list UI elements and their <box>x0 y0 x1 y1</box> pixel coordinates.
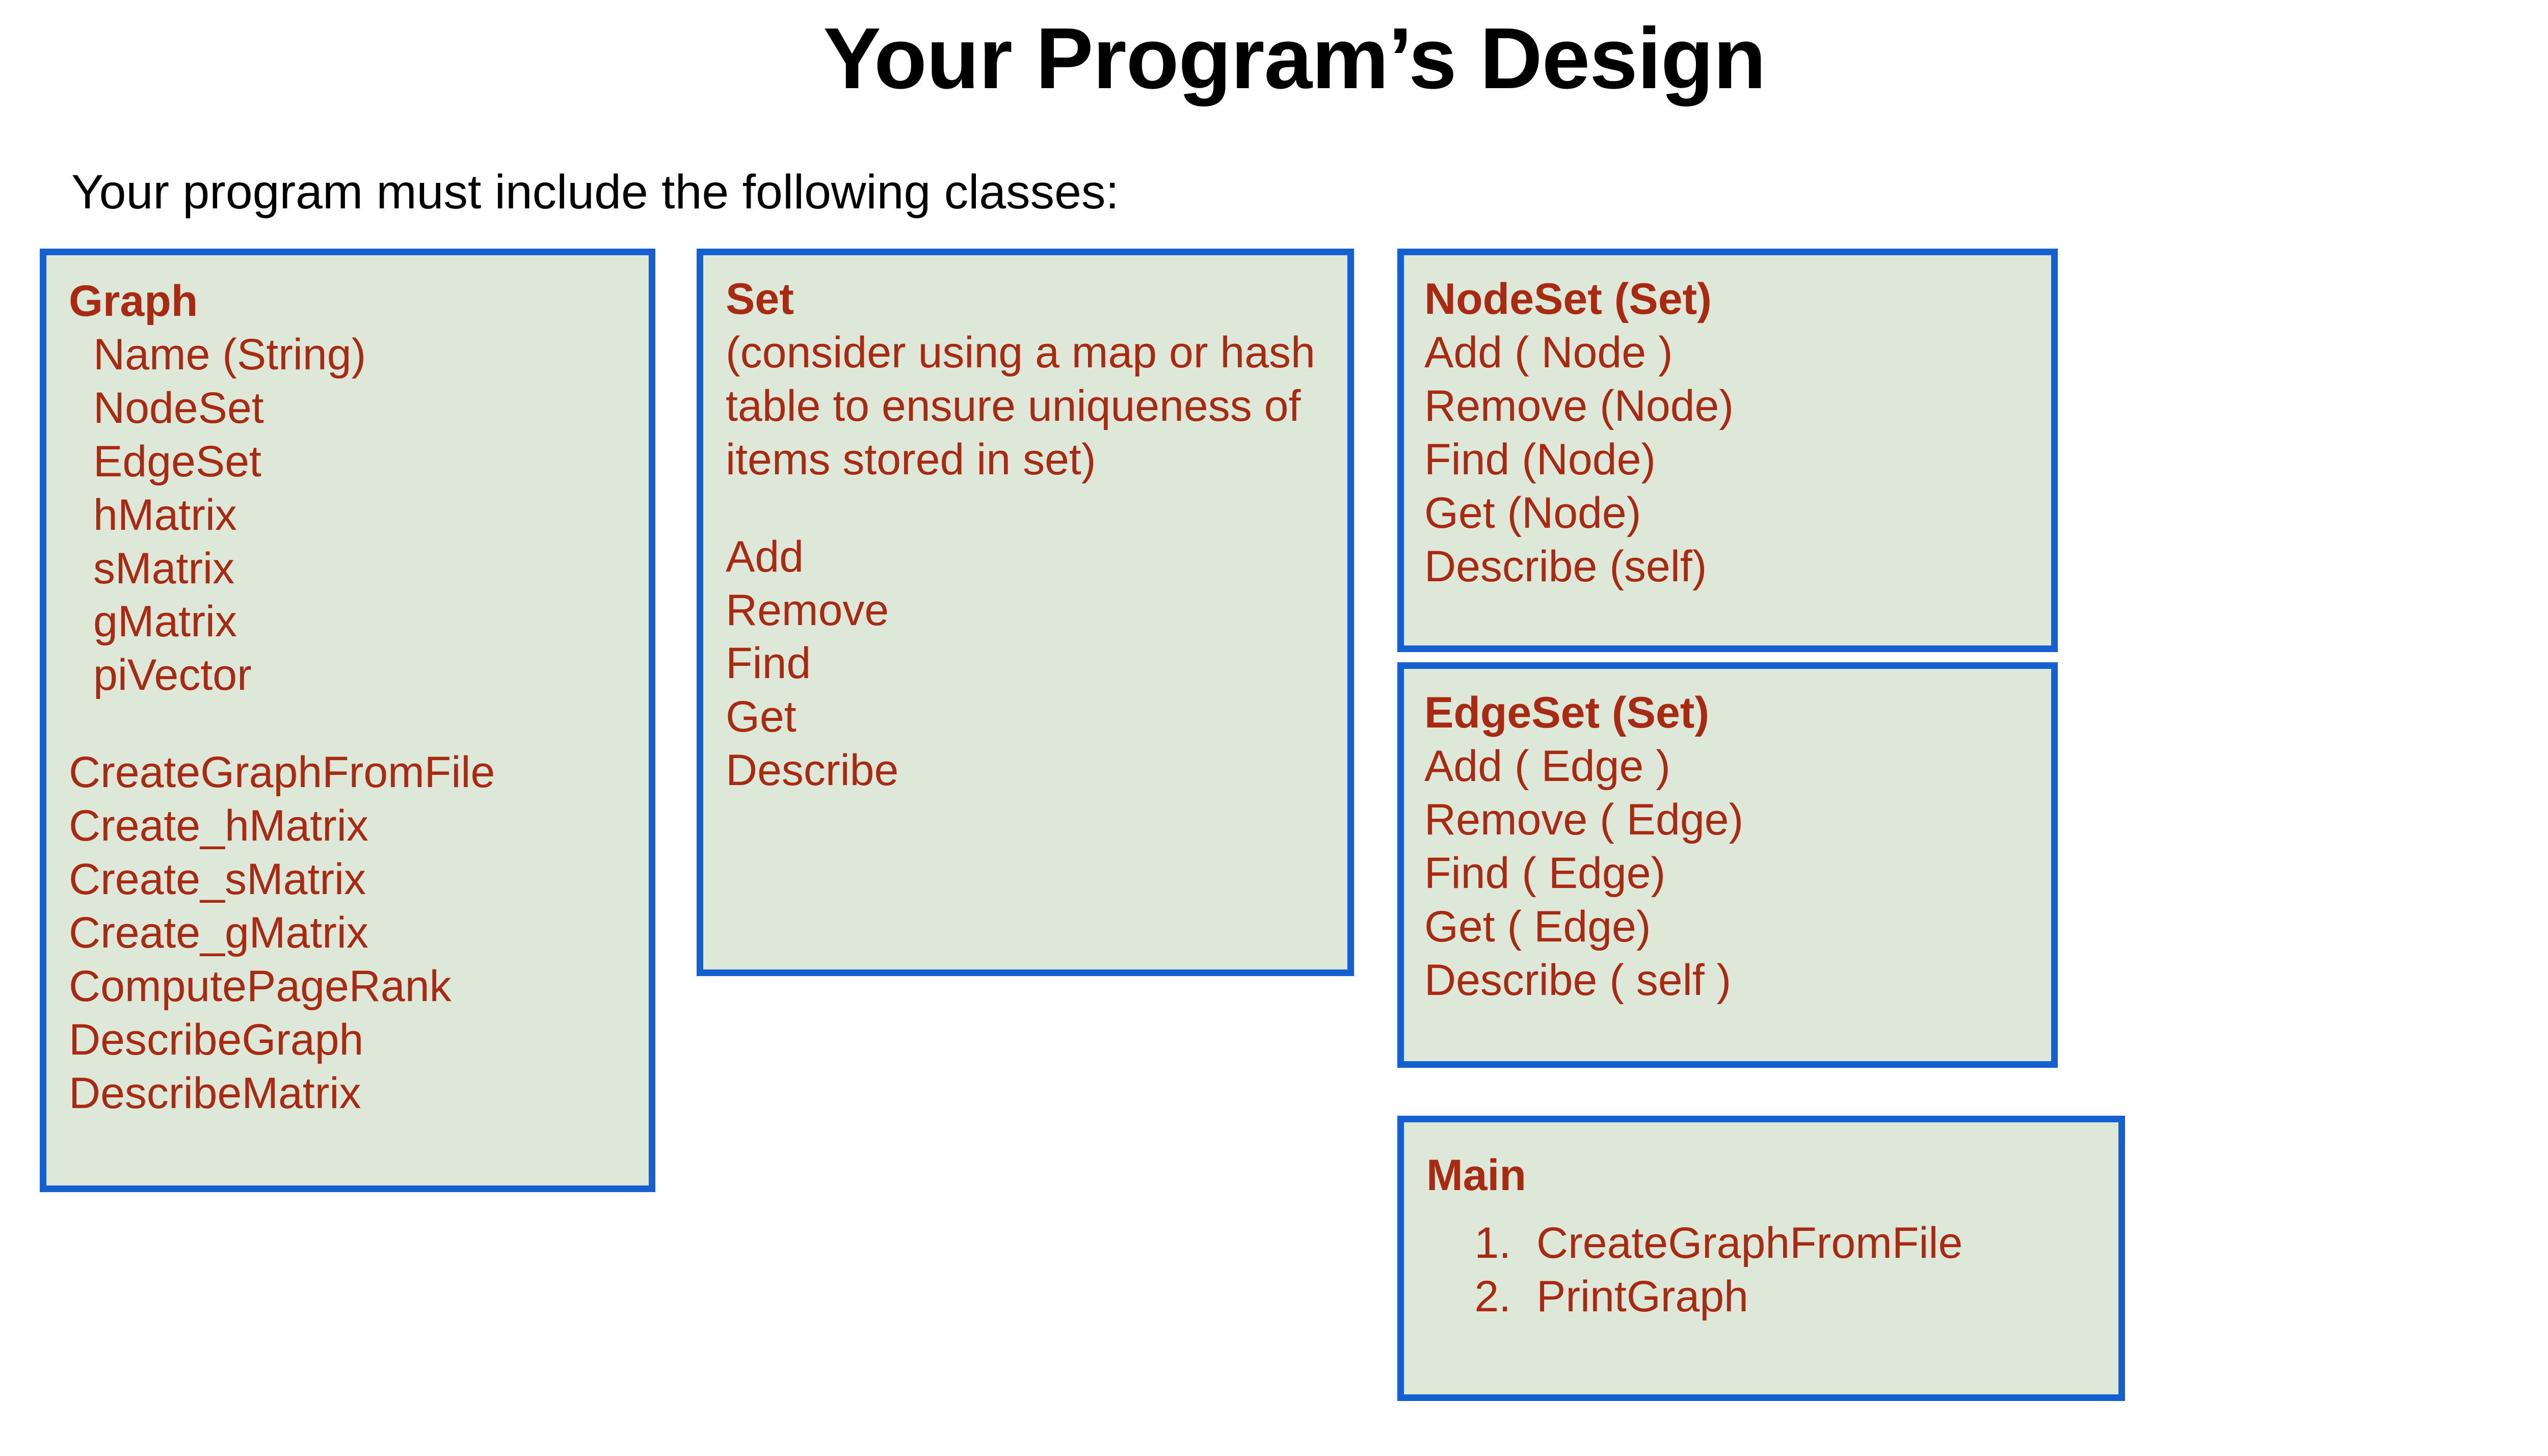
class-name-main: Main <box>1426 1151 1526 1200</box>
class-method: Find (Node) <box>1424 435 1656 484</box>
class-method: Remove (Node) <box>1424 381 1734 430</box>
class-method: Get <box>726 692 797 742</box>
class-method: Create_sMatrix <box>69 855 366 904</box>
class-method: Describe ( self ) <box>1424 955 1732 1005</box>
class-box-graph-content: Graph Name (String) NodeSet EdgeSet hMat… <box>46 255 649 1130</box>
member-spacer <box>69 702 633 746</box>
class-box-main-content: Main CreateGraphFromFile PrintGraph <box>1404 1122 2118 1334</box>
page-title: Your Program’s Design <box>823 10 1766 107</box>
class-method: Add ( Node ) <box>1424 328 1673 377</box>
class-method: DescribeGraph <box>69 1015 364 1064</box>
class-member: Name (String) <box>93 330 366 379</box>
class-method: Describe <box>726 746 899 795</box>
class-member: hMatrix <box>93 490 237 540</box>
class-method: Describe (self) <box>1424 542 1707 591</box>
class-box-main: Main CreateGraphFromFile PrintGraph <box>1397 1116 2125 1401</box>
class-box-nodeset-content: NodeSet (Set) Add ( Node ) Remove (Node)… <box>1404 255 2051 603</box>
class-member: NodeSet <box>93 383 264 433</box>
class-method: Add <box>726 532 804 581</box>
class-method: Get (Node) <box>1424 488 1641 537</box>
main-step-item: PrintGraph <box>1523 1270 2103 1324</box>
slide-subtitle: Your program must include the following … <box>71 165 1119 219</box>
member-spacer <box>726 487 1332 530</box>
class-note-set: (consider using a map or hash table to e… <box>726 328 1315 484</box>
class-name-edgeset: EdgeSet (Set) <box>1424 688 1710 737</box>
class-box-nodeset: NodeSet (Set) Add ( Node ) Remove (Node)… <box>1397 249 2058 652</box>
class-method: Create_hMatrix <box>69 801 368 851</box>
class-member: piVector <box>93 651 252 700</box>
class-method: Find <box>726 639 811 688</box>
class-member: gMatrix <box>93 597 237 646</box>
class-method: ComputePageRank <box>69 961 452 1011</box>
main-step-item: CreateGraphFromFile <box>1523 1217 2103 1270</box>
main-steps-list: CreateGraphFromFile PrintGraph <box>1426 1217 2103 1324</box>
class-box-set: Set (consider using a map or hash table … <box>697 249 1354 976</box>
class-box-edgeset: EdgeSet (Set) Add ( Edge ) Remove ( Edge… <box>1397 662 2058 1068</box>
class-name-set: Set <box>726 275 794 323</box>
class-method: Get ( Edge) <box>1424 902 1651 951</box>
class-name-graph: Graph <box>69 277 198 326</box>
class-method: CreateGraphFromFile <box>69 748 495 797</box>
class-member: sMatrix <box>93 544 235 593</box>
class-method: Remove ( Edge) <box>1424 795 1744 844</box>
class-method: Find ( Edge) <box>1424 848 1666 898</box>
class-method: Create_gMatrix <box>69 908 368 957</box>
class-member: EdgeSet <box>93 437 261 486</box>
class-box-edgeset-content: EdgeSet (Set) Add ( Edge ) Remove ( Edge… <box>1404 669 2051 1017</box>
class-box-set-content: Set (consider using a map or hash table … <box>703 255 1347 807</box>
class-method: Remove <box>726 585 889 635</box>
class-method: Add ( Edge ) <box>1424 741 1670 791</box>
class-method: DescribeMatrix <box>69 1068 361 1118</box>
class-name-nodeset: NodeSet (Set) <box>1424 275 1712 323</box>
class-box-graph: Graph Name (String) NodeSet EdgeSet hMat… <box>40 249 655 1192</box>
